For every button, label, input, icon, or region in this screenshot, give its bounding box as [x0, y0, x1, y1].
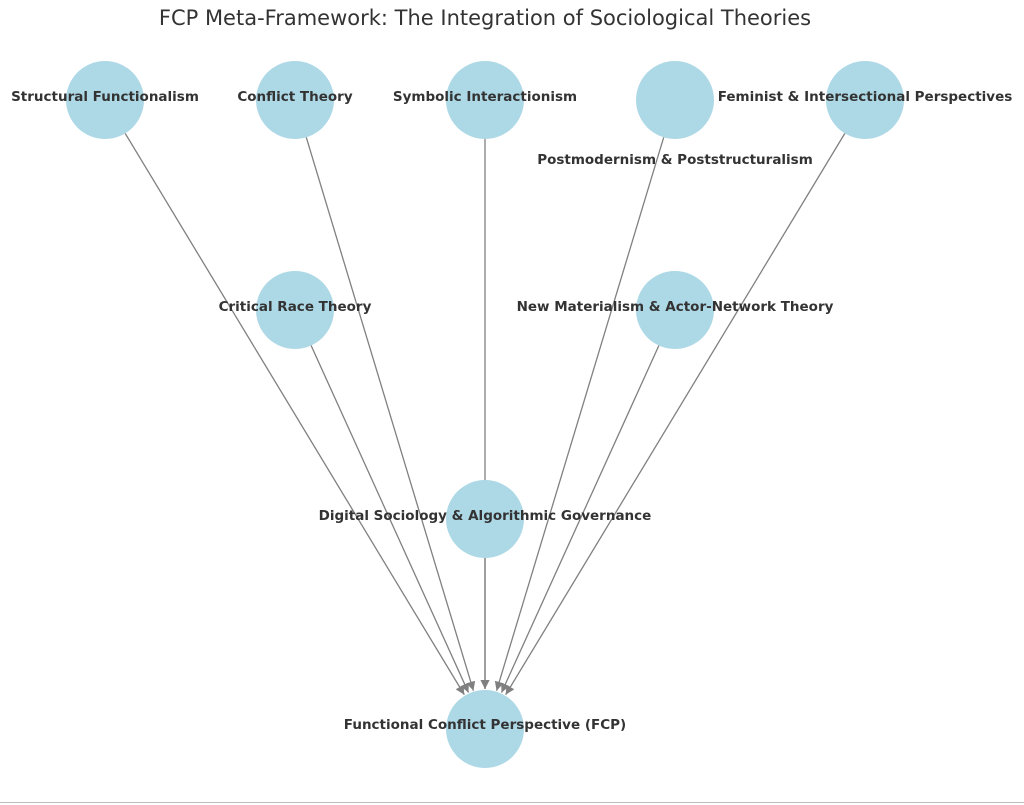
node-label-fcp: Functional Conflict Perspective (FCP)	[344, 717, 626, 733]
node-label-ds: Digital Sociology & Algorithmic Governan…	[319, 508, 652, 524]
node-pm[interactable]	[636, 61, 714, 139]
edge-nm-to-fcp	[500, 345, 660, 693]
bottom-border	[0, 802, 1024, 803]
edge-pm-to-fcp	[494, 137, 665, 691]
node-si[interactable]	[446, 61, 524, 139]
node-label-fi: Feminist & Intersectional Perspectives	[718, 89, 1013, 105]
node-label-crt: Critical Race Theory	[219, 299, 372, 315]
node-sf[interactable]	[66, 61, 144, 139]
edge-ct-to-fcp	[305, 137, 476, 691]
diagram-title: FCP Meta-Framework: The Integration of S…	[158, 6, 812, 30]
node-label-nm: New Materialism & Actor-Network Theory	[517, 299, 834, 315]
node-label-pm: Postmodernism & Poststructuralism	[537, 152, 813, 168]
node-fcp[interactable]	[446, 690, 524, 768]
node-ds[interactable]	[446, 480, 524, 558]
node-nm[interactable]	[636, 271, 714, 349]
node-ct[interactable]	[256, 61, 334, 139]
node-label-sf: Structural Functionalism	[11, 89, 199, 105]
edge-crt-to-fcp	[310, 345, 470, 693]
edge-fi-to-fcp	[505, 133, 846, 696]
node-label-si: Symbolic Interactionism	[393, 89, 577, 105]
node-label-ct: Conflict Theory	[237, 89, 352, 105]
node-fi[interactable]	[826, 61, 904, 139]
edge-sf-to-fcp	[124, 133, 465, 696]
node-crt[interactable]	[256, 271, 334, 349]
